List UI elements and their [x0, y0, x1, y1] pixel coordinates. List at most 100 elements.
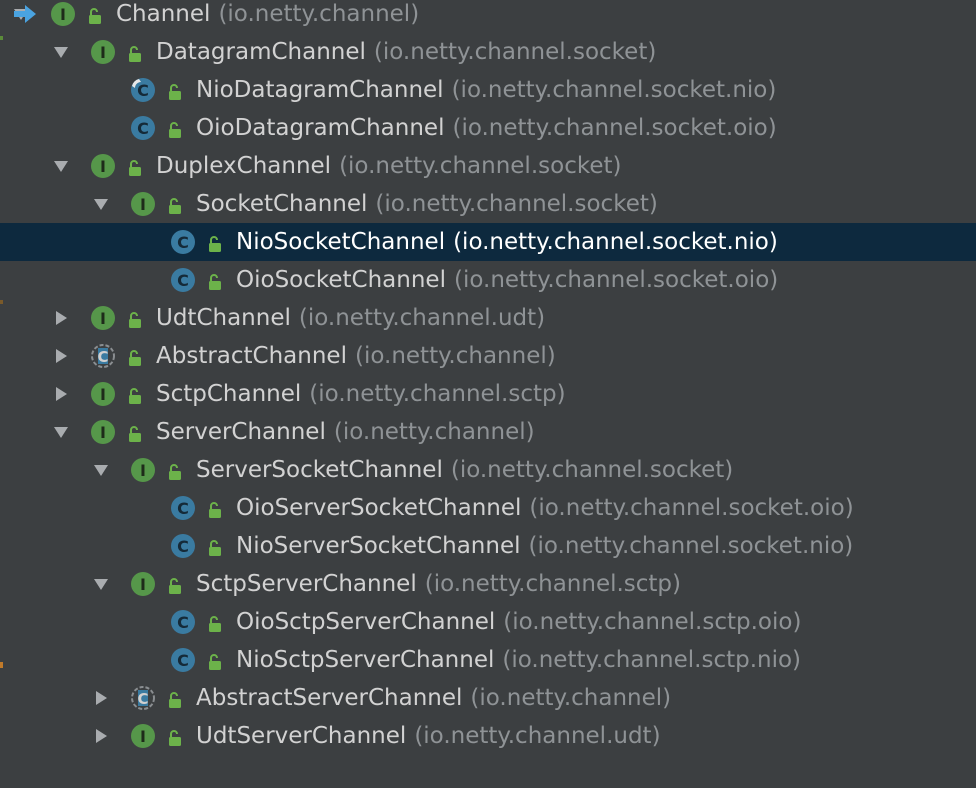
package-name: (io.netty.channel) [218, 1, 420, 27]
class-icon: C [130, 115, 156, 141]
collapse-right-icon[interactable] [51, 299, 71, 337]
svg-text:I: I [140, 575, 146, 594]
public-lock-icon [208, 271, 222, 290]
interface-icon: I [130, 191, 156, 217]
interface-icon: I [130, 723, 156, 749]
public-lock-icon [208, 651, 222, 670]
interface-icon: I [90, 419, 116, 445]
expand-down-icon[interactable] [51, 33, 71, 71]
public-lock-icon [128, 157, 142, 176]
package-name: (io.netty.channel.sctp) [309, 381, 566, 407]
tree-row[interactable]: I SctpChannel (io.netty.channel.sctp) [0, 375, 976, 413]
svg-text:C: C [177, 613, 189, 632]
public-lock-icon [168, 195, 182, 214]
expand-down-icon[interactable] [51, 147, 71, 185]
svg-text:I: I [100, 43, 106, 62]
collapse-right-icon[interactable] [51, 375, 71, 413]
svg-text:I: I [100, 157, 106, 176]
public-lock-icon [168, 689, 182, 708]
public-lock-icon [128, 347, 142, 366]
node-label: OioSctpServerChannel(io.netty.channel.sc… [236, 603, 801, 641]
package-name: (io.netty.channel.socket.nio) [453, 229, 778, 255]
public-lock-icon [128, 385, 142, 404]
type-name: NioSocketChannel [236, 229, 446, 255]
type-name: OioDatagramChannel [196, 115, 445, 141]
node-label: SctpChannel (io.netty.channel.sctp) [156, 375, 566, 413]
expand-down-icon[interactable] [51, 413, 71, 451]
tree-row[interactable]: I SocketChannel(io.netty.channel.socket) [0, 185, 976, 223]
package-name: (io.netty.channel.sctp) [424, 571, 682, 597]
expand-down-icon[interactable] [91, 565, 111, 603]
tree-row[interactable]: C NioDatagramChannel(io.netty.channel.soc… [0, 71, 976, 109]
svg-text:C: C [177, 499, 189, 518]
svg-text:I: I [140, 727, 146, 746]
public-lock-icon [128, 423, 142, 442]
public-lock-icon [168, 461, 182, 480]
tree-row[interactable]: C NioSocketChannel (io.netty.channel.socke… [0, 223, 976, 261]
gutter-marker [0, 300, 3, 304]
svg-text:I: I [140, 195, 146, 214]
public-lock-icon [208, 499, 222, 518]
svg-text:C: C [97, 348, 108, 366]
tree-row[interactable]: C OioDatagramChannel (io.netty.channel.soc… [0, 109, 976, 147]
node-label: DatagramChannel(io.netty.channel.socket) [156, 33, 656, 71]
package-name: (io.netty.channel.sctp.nio) [502, 647, 802, 673]
package-name: (io.netty.channel.socket.oio) [452, 115, 777, 141]
type-name: OioSocketChannel [236, 267, 446, 293]
node-label: OioDatagramChannel (io.netty.channel.sock… [196, 109, 777, 147]
class-icon: C [170, 229, 196, 255]
interface-icon: I [90, 305, 116, 331]
package-name: (io.netty.channel.socket.oio) [453, 267, 779, 293]
svg-text:I: I [100, 423, 106, 442]
class-icon: C [170, 267, 196, 293]
node-label: DuplexChannel(io.netty.channel.socket) [156, 147, 621, 185]
type-name: UdtServerChannel [196, 723, 407, 749]
node-label: OioSocketChannel (io.netty.channel.socket… [236, 261, 778, 299]
tree-row[interactable]: I DuplexChannel(io.netty.channel.socket) [0, 147, 976, 185]
tree-row[interactable]: I DatagramChannel(io.netty.channel.socket… [0, 33, 976, 71]
svg-text:C: C [177, 537, 189, 556]
type-name: SctpChannel [156, 381, 302, 407]
expand-down-icon[interactable] [91, 451, 111, 489]
class-icon: C [170, 495, 196, 521]
type-name: NioDatagramChannel [196, 77, 444, 103]
type-name: AbstractServerChannel [196, 685, 463, 711]
svg-text:C: C [137, 81, 149, 100]
package-name: (io.netty.channel) [470, 685, 672, 711]
class-icon: C [170, 609, 196, 635]
public-lock-icon [168, 575, 182, 594]
type-name: NioSctpServerChannel [236, 647, 495, 673]
svg-text:C: C [137, 119, 149, 138]
expand-down-icon[interactable] [91, 185, 111, 223]
tree-row[interactable]: C OioSctpServerChannel(io.netty.channel.s… [0, 603, 976, 641]
collapse-right-icon[interactable] [91, 717, 111, 755]
interface-icon: I [90, 381, 116, 407]
public-lock-icon [168, 727, 182, 746]
collapse-right-icon[interactable] [51, 337, 71, 375]
gutter-marker [0, 662, 3, 668]
node-label: NioDatagramChannel(io.netty.channel.sock… [196, 71, 776, 109]
type-name: SocketChannel [196, 191, 368, 217]
svg-text:I: I [140, 461, 146, 480]
node-label: NioSocketChannel (io.netty.channel.socket… [236, 223, 778, 261]
type-name: OioSctpServerChannel [236, 609, 496, 635]
node-label: ServerSocketChannel(io.netty.channel.soc… [196, 451, 733, 489]
tree-row[interactable]: C OioSocketChannel (io.netty.channel.socke… [0, 261, 976, 299]
tree-row[interactable]: I ServerSocketChannel(io.netty.channel.so… [0, 451, 976, 489]
node-label: SocketChannel(io.netty.channel.socket) [196, 185, 658, 223]
type-name: AbstractChannel [156, 343, 347, 369]
type-name: UdtChannel [156, 305, 291, 331]
collapse-right-icon[interactable] [91, 679, 111, 717]
interface-icon: I [130, 571, 156, 597]
